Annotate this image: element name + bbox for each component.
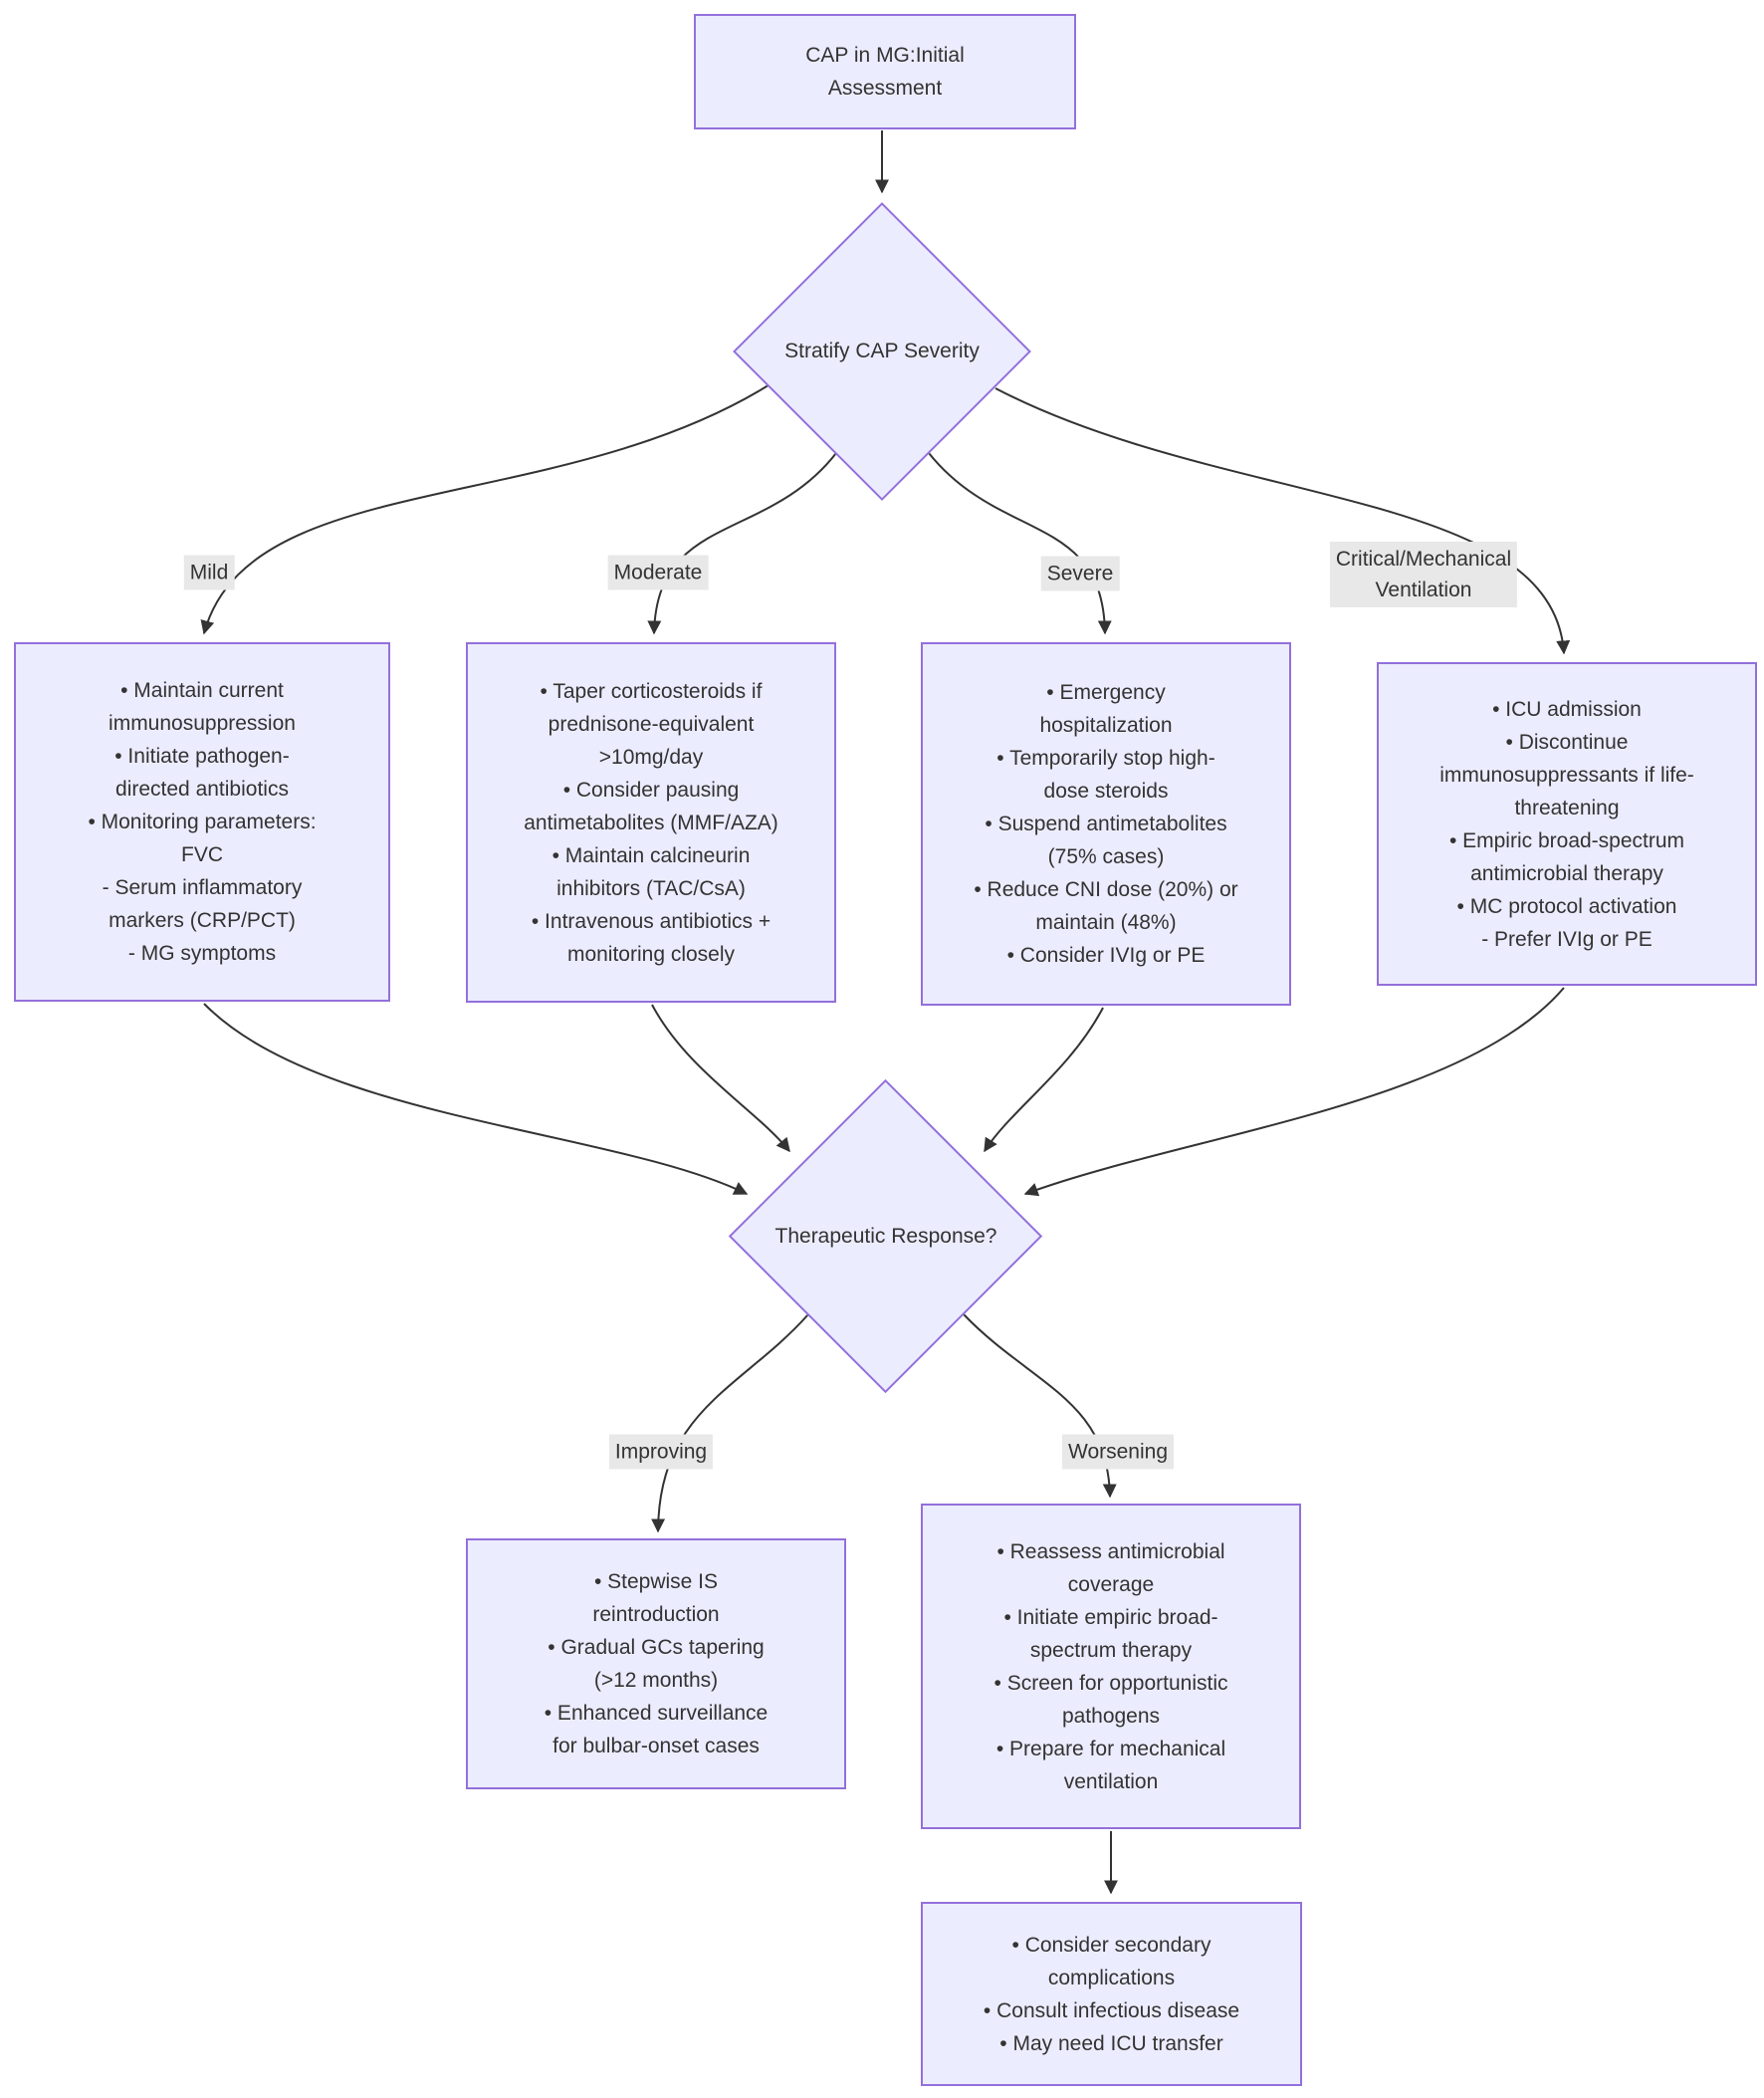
- node-moderate-management-text: • Taper corticosteroids if prednisone-eq…: [524, 679, 778, 966]
- edge-label-improving: Improving: [608, 1434, 714, 1470]
- node-critical-management-text: • ICU admission • Discontinue immunosupp…: [1439, 697, 1694, 951]
- node-improving-plan-text: • Stepwise IS reintroduction • Gradual G…: [544, 1570, 769, 1757]
- edge-severity-to-moderate: [647, 452, 837, 635]
- edge-label-mild: Mild: [183, 555, 235, 590]
- edge-label-severe: Severe: [1040, 556, 1120, 591]
- edge-label-critical-mechanical-ventilation: Critical/Mechanical Ventilation: [1329, 542, 1518, 607]
- node-worsening-plan: • Reassess antimicrobial coverage • Init…: [921, 1504, 1301, 1829]
- edge-response-to-worsening: [963, 1313, 1117, 1499]
- node-mild-management: • Maintain current immunosuppression • I…: [14, 642, 390, 1002]
- node-worsening-plan-text: • Reassess antimicrobial coverage • Init…: [993, 1539, 1228, 1793]
- node-moderate-management: • Taper corticosteroids if prednisone-eq…: [466, 642, 836, 1003]
- edge-critical-to-response: [1023, 987, 1565, 1197]
- node-severe-management: • Emergency hospitalization • Temporaril…: [921, 642, 1291, 1006]
- node-escalation-plan-text: • Consider secondary complications • Con…: [983, 1933, 1240, 2055]
- edge-moderate-to-response: [651, 1004, 790, 1153]
- node-initial-assessment: CAP in MG:Initial Assessment: [694, 14, 1076, 129]
- edge-severity-to-critical: [994, 387, 1571, 655]
- edge-severity-to-mild: [200, 382, 772, 635]
- node-initial-assessment-text: CAP in MG:Initial Assessment: [805, 44, 965, 100]
- edge-response-to-improving: [651, 1313, 809, 1533]
- decision-therapeutic-response-label: Therapeutic Response?: [774, 1225, 997, 1248]
- node-severe-management-text: • Emergency hospitalization • Temporaril…: [974, 681, 1238, 967]
- node-escalation-plan: • Consider secondary complications • Con…: [921, 1902, 1302, 2086]
- node-critical-management: • ICU admission • Discontinue immunosupp…: [1377, 662, 1757, 986]
- node-improving-plan: • Stepwise IS reintroduction • Gradual G…: [466, 1538, 846, 1789]
- edge-label-moderate: Moderate: [607, 555, 709, 590]
- edge-severity-to-severe: [928, 452, 1112, 635]
- edge-mild-to-response: [203, 1003, 749, 1195]
- node-mild-management-text: • Maintain current immunosuppression • I…: [88, 679, 317, 965]
- decision-stratify-severity-label: Stratify CAP Severity: [784, 340, 980, 362]
- edge-severe-to-response: [984, 1007, 1104, 1153]
- edge-label-worsening: Worsening: [1062, 1434, 1174, 1470]
